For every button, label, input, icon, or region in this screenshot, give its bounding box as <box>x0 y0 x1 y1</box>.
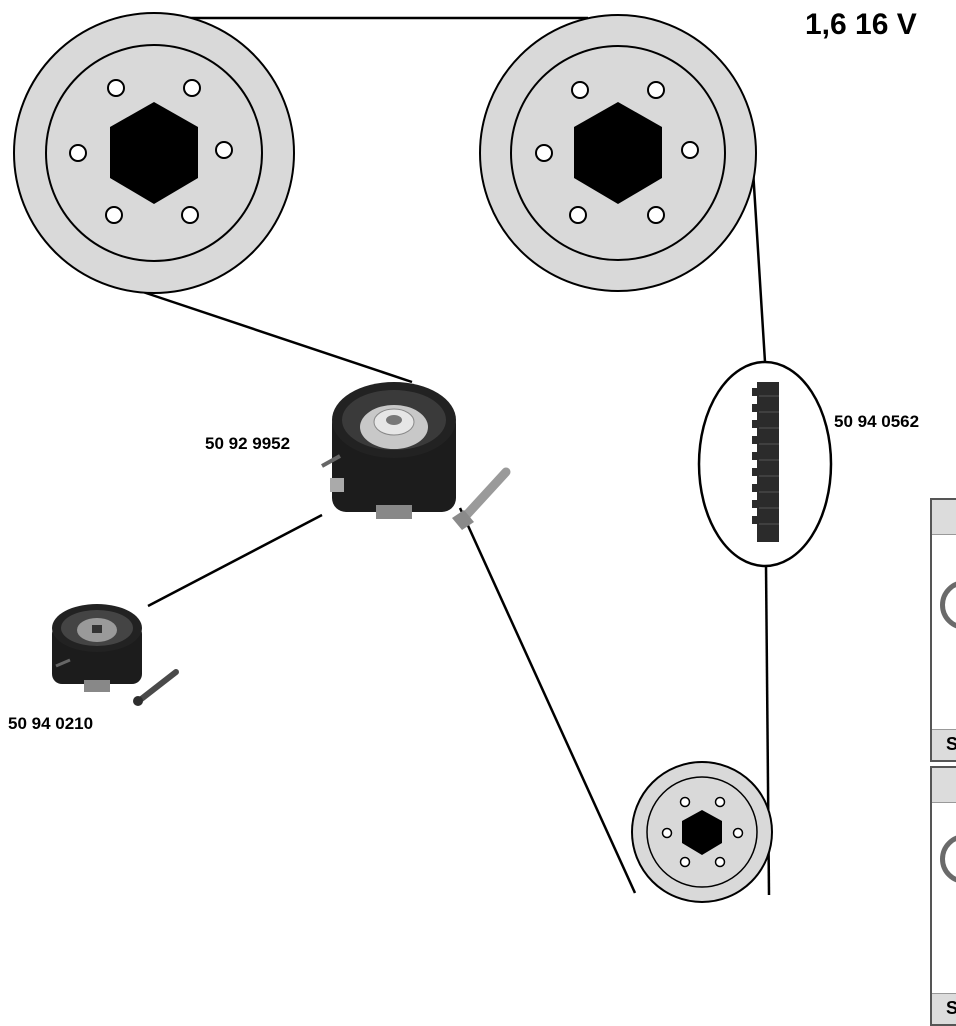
tensioner-large-image <box>322 382 506 530</box>
panel-footer-band: S <box>932 729 956 760</box>
side-panel-2: S <box>930 766 956 1026</box>
camshaft-pulley-right <box>480 15 756 291</box>
ring-icon <box>940 580 956 630</box>
panel-footer-text: S <box>946 998 956 1019</box>
side-panel-1: S <box>930 498 956 762</box>
panel-footer-text: S <box>946 734 956 755</box>
panel-header-band <box>932 768 956 803</box>
part-number-belt: 50 94 0562 <box>834 412 919 432</box>
page-title: 1,6 16 V <box>805 8 917 42</box>
panel-footer-band: S <box>932 993 956 1024</box>
panel-header-band <box>932 500 956 535</box>
part-number-tensioner-large: 50 92 9952 <box>205 434 290 454</box>
tensioner-small-image <box>52 604 176 706</box>
ring-icon <box>940 834 956 884</box>
belt-detail <box>699 362 831 566</box>
camshaft-pulley-left <box>14 13 294 293</box>
part-number-tensioner-small: 50 94 0210 <box>8 714 93 734</box>
crankshaft-pulley <box>632 762 772 902</box>
